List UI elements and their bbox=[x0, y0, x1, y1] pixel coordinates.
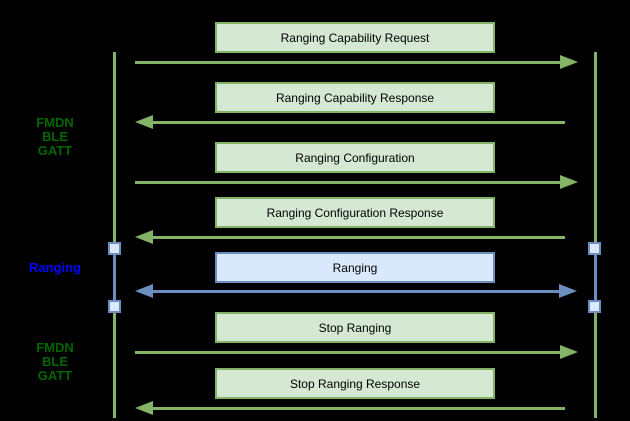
arrowhead-left-icon bbox=[135, 401, 153, 415]
arrowhead-left-icon bbox=[135, 230, 153, 244]
message-box-ranging-capability-request: Ranging Capability Request bbox=[215, 22, 495, 53]
activation-square-left-bottom bbox=[108, 300, 121, 313]
arrow-line-left bbox=[153, 407, 565, 410]
arrow-line-left bbox=[153, 121, 565, 124]
arrowhead-left-icon bbox=[135, 115, 153, 129]
arrowhead-right-icon bbox=[560, 345, 578, 359]
message-box-ranging-capability-response: Ranging Capability Response bbox=[215, 82, 495, 113]
phase-label-fmdn-ble-gatt-top: FMDN BLE GATT bbox=[36, 115, 74, 158]
lifeline-left-ranging-segment bbox=[113, 242, 116, 313]
arrowhead-right-icon bbox=[559, 284, 577, 298]
activation-square-right-top bbox=[588, 242, 601, 255]
arrowhead-right-icon bbox=[560, 55, 578, 69]
phase-label-fmdn-ble-gatt-bottom: FMDN BLE GATT bbox=[36, 340, 74, 383]
activation-square-left-top bbox=[108, 242, 121, 255]
arrow-line-bidirectional bbox=[153, 290, 559, 293]
lifeline-right bbox=[594, 52, 597, 418]
arrowhead-right-icon bbox=[560, 175, 578, 189]
lifeline-right-ranging-segment bbox=[594, 242, 597, 313]
arrow-line-right bbox=[135, 181, 560, 184]
message-box-ranging-configuration-response: Ranging Configuration Response bbox=[215, 197, 495, 228]
activation-square-right-bottom bbox=[588, 300, 601, 313]
lifeline-left bbox=[113, 52, 116, 418]
arrow-line-right bbox=[135, 351, 560, 354]
message-box-stop-ranging: Stop Ranging bbox=[215, 312, 495, 343]
arrowhead-left-icon bbox=[135, 284, 153, 298]
message-box-ranging: Ranging bbox=[215, 252, 495, 283]
message-box-ranging-configuration: Ranging Configuration bbox=[215, 142, 495, 173]
message-box-stop-ranging-response: Stop Ranging Response bbox=[215, 368, 495, 399]
arrow-line-right bbox=[135, 61, 560, 64]
arrow-line-left bbox=[153, 236, 565, 239]
phase-label-ranging: Ranging bbox=[29, 260, 81, 275]
